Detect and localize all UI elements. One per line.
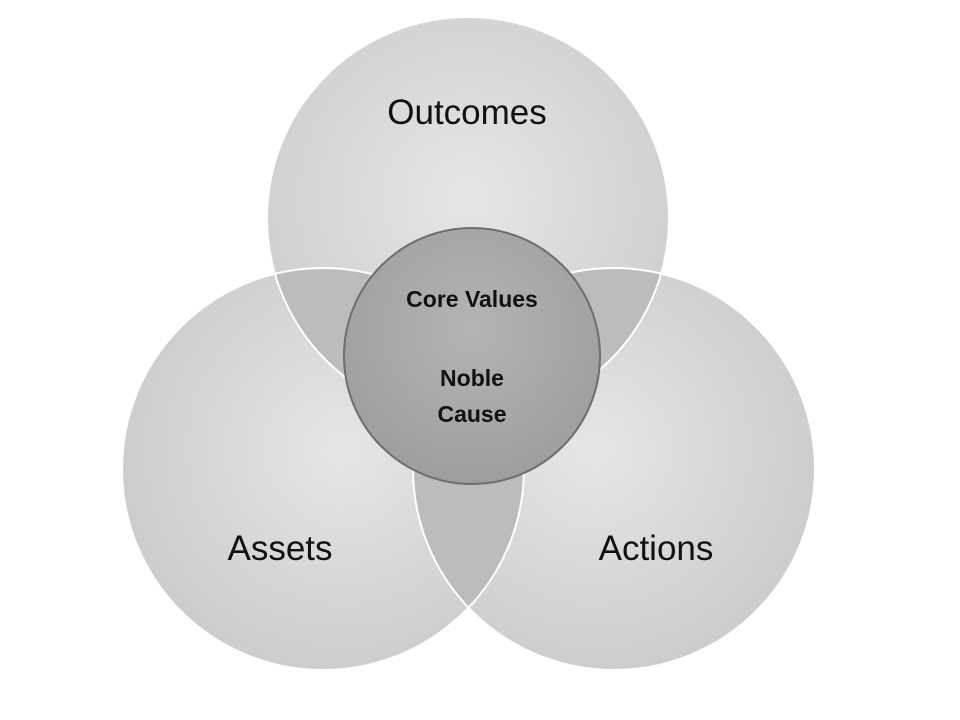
actions-label: Actions [599, 529, 714, 568]
noble-label: Noble [440, 365, 504, 391]
center-circle [343, 227, 601, 485]
core-values-label: Core Values [406, 286, 538, 312]
outcomes-label: Outcomes [387, 93, 547, 132]
assets-label: Assets [227, 529, 332, 568]
cause-label: Cause [437, 401, 506, 427]
